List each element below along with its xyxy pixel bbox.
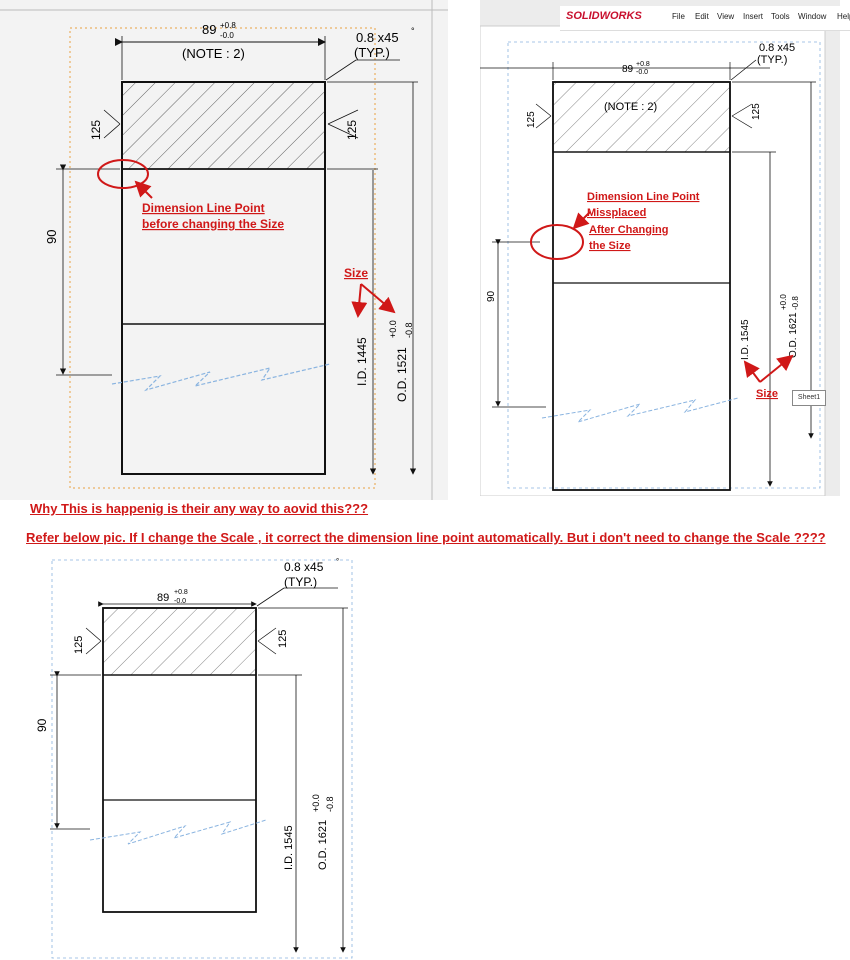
menu-insert[interactable]: Insert bbox=[743, 12, 764, 21]
question-text-1: Why This is happenig is their any way to… bbox=[30, 501, 369, 516]
dim-125-left: 125 bbox=[89, 120, 103, 140]
chamfer-label: 0.8 x45 bbox=[356, 30, 399, 45]
id-dimension: I.D. 1545 bbox=[740, 319, 751, 360]
dim-125-right: 125 bbox=[345, 120, 359, 140]
annotation-text-3: After Changing bbox=[589, 224, 668, 236]
drawing-view-b: 89 +0.8 -0.0 (NOTE : 2) 0.8 x45 (TYP.) 1… bbox=[480, 25, 826, 496]
dim-90: 90 bbox=[35, 718, 49, 732]
note-label: (NOTE : 2) bbox=[182, 46, 245, 61]
highlight-circle bbox=[530, 224, 584, 260]
size-label: Size bbox=[344, 266, 368, 280]
chamfer-degree: ° bbox=[411, 26, 415, 36]
menu-tools[interactable]: Tools bbox=[771, 12, 790, 21]
menu-window[interactable]: Window bbox=[798, 12, 827, 21]
od-tol-lower: -0.8 bbox=[325, 796, 335, 812]
width-tol-upper: +0.8 bbox=[636, 61, 650, 68]
sheet-tab[interactable]: Sheet1 bbox=[792, 390, 826, 406]
id-dimension: I.D. 1445 bbox=[355, 337, 369, 386]
width-dimension: 89 bbox=[622, 64, 634, 75]
typ-label: (TYP.) bbox=[354, 45, 390, 60]
annotation-text-4: the Size bbox=[589, 240, 631, 252]
width-tol-upper: +0.8 bbox=[174, 589, 188, 596]
drawing-view-c: 89 +0.8 -0.0 0.8 x45 ° (TYP.) 125 125 90… bbox=[35, 557, 353, 959]
dim-125-right: 125 bbox=[751, 103, 762, 120]
id-dimension: I.D. 1545 bbox=[283, 825, 295, 870]
highlight-circle bbox=[97, 159, 149, 189]
annotation-text-1: Dimension Line Point bbox=[587, 191, 700, 203]
od-dimension: O.D. 1621 bbox=[317, 820, 329, 870]
chamfer-label: 0.8 x45 bbox=[284, 560, 324, 574]
width-tol-lower: -0.0 bbox=[636, 69, 648, 76]
solidworks-logo: SOLIDWORKS bbox=[566, 10, 642, 22]
annotation-text-2: before changing the Size bbox=[142, 217, 284, 231]
od-tol-upper: +0.0 bbox=[311, 794, 321, 812]
size-label: Size bbox=[756, 388, 778, 400]
width-tol-lower: -0.0 bbox=[174, 598, 186, 605]
od-dimension: O.D. 1521 bbox=[395, 347, 409, 402]
question-text-2: Refer below pic. If I change the Scale ,… bbox=[26, 530, 826, 545]
drawing-screenshot-rescaled: 89 +0.8 -0.0 0.8 x45 ° (TYP.) 125 125 90… bbox=[0, 548, 360, 960]
dim-125-right: 125 bbox=[277, 630, 289, 648]
solidworks-menubar: SOLIDWORKS File Edit View Insert Tools W… bbox=[560, 6, 850, 31]
typ-label: (TYP.) bbox=[757, 54, 787, 66]
typ-label: (TYP.) bbox=[284, 575, 317, 589]
dim-90: 90 bbox=[44, 230, 59, 244]
od-tol-upper: +0.0 bbox=[779, 294, 788, 310]
note-label: (NOTE : 2) bbox=[604, 101, 657, 113]
drawing-view-a: 89 +0.8 -0.0 (NOTE : 2) 0.8 x45 ° (TYP.)… bbox=[0, 0, 448, 500]
menu-edit[interactable]: Edit bbox=[695, 12, 709, 21]
drawing-screenshot-before: 89 +0.8 -0.0 (NOTE : 2) 0.8 x45 ° (TYP.)… bbox=[0, 0, 448, 500]
od-tol-lower: -0.8 bbox=[404, 322, 414, 338]
width-tol-upper: +0.8 bbox=[220, 21, 236, 30]
menu-help[interactable]: Help bbox=[837, 12, 850, 21]
menu-view[interactable]: View bbox=[717, 12, 735, 21]
menu-file[interactable]: File bbox=[672, 12, 685, 21]
od-tol-lower: -0.8 bbox=[791, 296, 800, 310]
dim-125-left: 125 bbox=[526, 111, 537, 128]
drawing-screenshot-after: 89 +0.8 -0.0 (NOTE : 2) 0.8 x45 (TYP.) 1… bbox=[480, 0, 840, 496]
dim-90: 90 bbox=[486, 290, 497, 302]
chamfer-degree: ° bbox=[336, 557, 339, 566]
od-dimension: O.D. 1621 bbox=[788, 312, 799, 358]
od-tol-upper: +0.0 bbox=[388, 320, 398, 338]
chamfer-label: 0.8 x45 bbox=[759, 42, 795, 54]
width-dimension: 89 bbox=[157, 592, 169, 604]
dim-125-left: 125 bbox=[73, 636, 85, 654]
width-tol-lower: -0.0 bbox=[220, 31, 234, 40]
annotation-text: Dimension Line Point bbox=[142, 201, 265, 215]
annotation-text-2: Missplaced bbox=[587, 207, 646, 219]
width-dimension: 89 bbox=[202, 22, 216, 37]
